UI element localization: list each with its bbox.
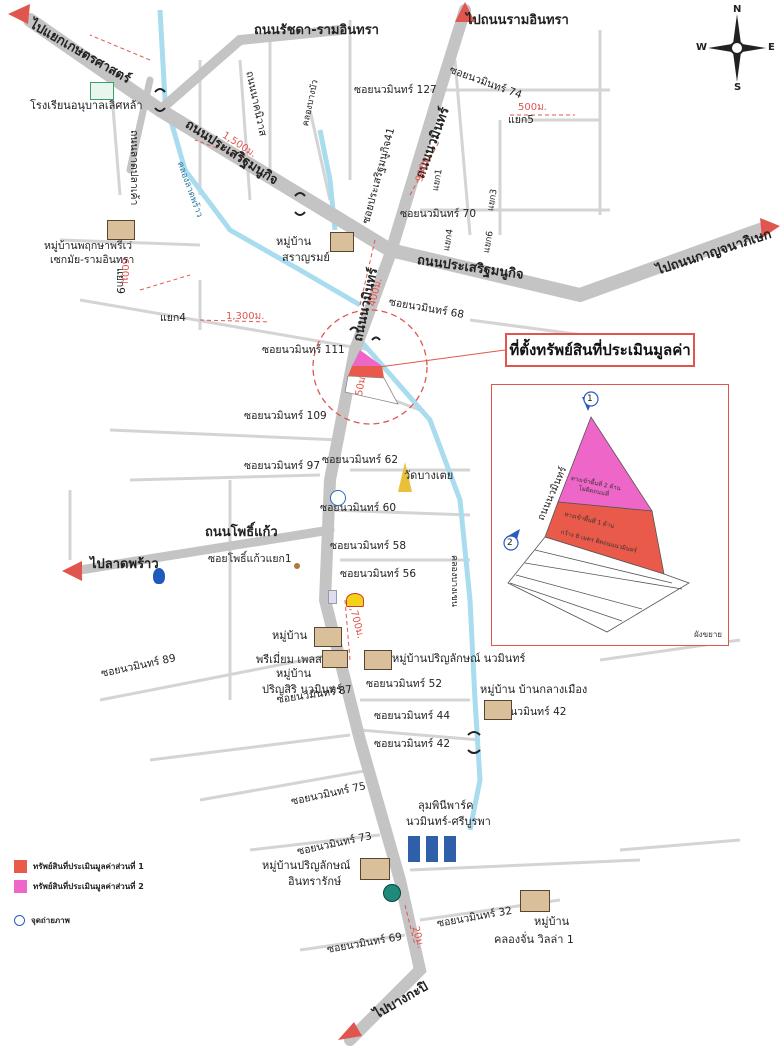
legend-swatch-part1 <box>14 859 27 873</box>
road-label-ratchada: ถนนรัชดา-รามอินทรา <box>254 23 379 38</box>
legend-row-part2: ทรัพย์สินที่ประเมินมูลค่าส่วนที่ 2 <box>14 876 144 896</box>
house-icon-khlongchan <box>520 890 550 912</box>
place-saranrom2: สราญรมย์ <box>282 251 330 264</box>
house-icon-premium <box>314 627 342 647</box>
soi-127: ซอยนวมินทร์ 127 <box>354 84 437 96</box>
place-pruksa2: เซกมัย-รามอินทรา <box>50 254 135 266</box>
legend-row-part1: ทรัพย์สินที่ประเมินมูลค่าส่วนที่ 1 <box>14 856 144 876</box>
soi-60: ซอยนวมินทร์ 60 <box>320 502 397 514</box>
house-icon-pruksa <box>107 220 135 240</box>
compass-e: E <box>768 42 775 53</box>
legend-label-part2: ทรัพย์สินที่ประเมินมูลค่าส่วนที่ 2 <box>33 881 144 891</box>
inset-enlarged-plan: 1 2 ถนนนวมินทร์ ทางเข้าพื้นที่ 2 ด้าน ไม… <box>491 384 729 646</box>
edge-arrows <box>8 2 780 1040</box>
place-wat: วัดบางเตย <box>404 469 454 482</box>
inset-lot-lines <box>509 549 683 622</box>
major-roads <box>23 4 767 1046</box>
compass-rose: N S W E <box>696 4 776 94</box>
soi-109: ซอยนวมินทร์ 109 <box>244 410 327 422</box>
inset-marker-2-label: 2 <box>507 538 513 548</box>
place-khlongchan: หมู่บ้าน <box>534 915 570 928</box>
shell-icon <box>346 593 364 607</box>
road-label-to-ladprao: ไปลาดพร้าว <box>90 557 159 572</box>
road-label-phokaeo-junction: ซอยโพธิ์แก้วแยก1 <box>208 553 292 565</box>
place-lumpini: ลุมพินีพาร์ค <box>418 799 474 812</box>
place-khlongchan2: คลองจั่น วิลล่า 1 <box>494 933 574 946</box>
parcel-rest <box>344 375 399 405</box>
place-pruksa: หมู่บ้านพฤกษาพรีเว่ <box>44 240 133 252</box>
legend-swatch-part2 <box>14 879 27 893</box>
place-premium: หมู่บ้าน <box>272 629 308 642</box>
soi-97: ซอยนวมินทร์ 97 <box>244 460 321 472</box>
soi-42-a: นวมินทร์ 42 <box>510 706 567 718</box>
compass-icon <box>708 14 766 82</box>
distance-guides <box>89 34 575 946</box>
house-icon-premium-b <box>322 650 348 668</box>
bank-icon <box>383 884 401 902</box>
place-saranrom: หมู่บ้าน <box>276 235 312 248</box>
compass-n: N <box>733 4 742 15</box>
road-label-to-ramintra: ไปถนนรามอินทรา <box>466 13 569 28</box>
place-prinlak-in: หมู่บ้านปริญลักษณ์ <box>262 859 351 872</box>
legend-row-photo: จุดถ่ายภาพ <box>14 910 144 930</box>
house-icon-saranrom <box>330 232 354 252</box>
inset-caption: ผังขยาย <box>694 630 722 639</box>
soi-yaek5: แยก5 <box>508 114 534 126</box>
minor-roads <box>59 20 741 952</box>
callout-leader <box>371 349 506 369</box>
parcel-part-1 <box>348 366 384 378</box>
soi-58: ซอยนวมินทร์ 58 <box>330 540 407 552</box>
house-icon-prinlak <box>364 650 392 670</box>
condo-icon <box>408 836 460 862</box>
site-parcel <box>344 350 399 405</box>
ptt-icon <box>153 568 165 584</box>
crossing-marks <box>154 88 481 754</box>
soi-52: ซอยนวมินทร์ 52 <box>366 678 443 690</box>
legend-label-photo: จุดถ่ายภาพ <box>31 915 70 925</box>
junction-dot <box>294 563 300 569</box>
school-icon <box>90 82 114 100</box>
place-banklang: หมู่บ้าน บ้านกลางเมือง <box>480 683 588 696</box>
photo-marker-1 <box>583 391 599 407</box>
road-label-phokaeo: ถนนโพธิ์แก้ว <box>205 525 278 540</box>
soi-42-b: ซอยนวมินทร์ 42 <box>374 738 451 750</box>
place-prinlak-in2: อินทรารักษ์ <box>288 875 342 888</box>
gas-station-icon <box>330 490 346 506</box>
house-icon-banklang <box>484 700 512 720</box>
distance-1300: 1,300ม. <box>226 311 265 322</box>
place-lumpini2: นวมินทร์-ศรีบูรพา <box>406 815 491 828</box>
property-callout: ที่ตั้งทรัพย์สินที่ประเมินมูลค่า <box>505 333 695 367</box>
distance-500: 500ม. <box>518 102 547 113</box>
place-parinyasiri: หมู่บ้าน <box>276 667 312 680</box>
road-label-ladprao-wanghin: ถนนลาดปลาเค้า <box>128 130 140 206</box>
map-legend: ทรัพย์สินที่ประเมินมูลค่าส่วนที่ 1 ทรัพย… <box>14 856 144 930</box>
soi-111: ซอยนวมินทร์ 111 <box>262 344 345 356</box>
place-prinlak: หมู่บ้านปริญลักษณ์ นวมินทร์ <box>392 652 526 665</box>
parcel-part-2 <box>352 350 382 366</box>
soi-56: ซอยนวมินทร์ 56 <box>340 568 417 580</box>
site-circle <box>312 309 428 425</box>
bus-stop-marker <box>328 590 337 604</box>
inset-plot <box>503 391 690 633</box>
photo-marker-2 <box>503 535 519 551</box>
soi-44: ซอยนวมินทร์ 44 <box>374 710 451 722</box>
inset-remaining <box>507 536 690 633</box>
place-parinyasiri2: ปริญสิริ นวมินทร์ <box>262 683 343 696</box>
compass-w: W <box>696 42 708 53</box>
place-school: โรงเรียนอนุบาลเลิศหล้า <box>30 99 143 112</box>
place-premium2: พรีเมี่ยม เพลส <box>256 653 322 666</box>
compass-s: S <box>734 82 742 93</box>
canal-label-bangkhen: คลองบางเขน <box>449 555 459 607</box>
legend-label-part1: ทรัพย์สินที่ประเมินมูลค่าส่วนที่ 1 <box>33 861 144 871</box>
photo-point-icon <box>14 914 25 926</box>
house-icon-prinlak-in <box>360 858 390 880</box>
soi-yaek4-b: แยก4 <box>160 312 186 324</box>
inset-marker-1-label: 1 <box>587 394 593 404</box>
soi-62: ซอยนวมินทร์ 62 <box>322 454 399 466</box>
soi-70: ซอยนวมินทร์ 70 <box>400 208 477 220</box>
